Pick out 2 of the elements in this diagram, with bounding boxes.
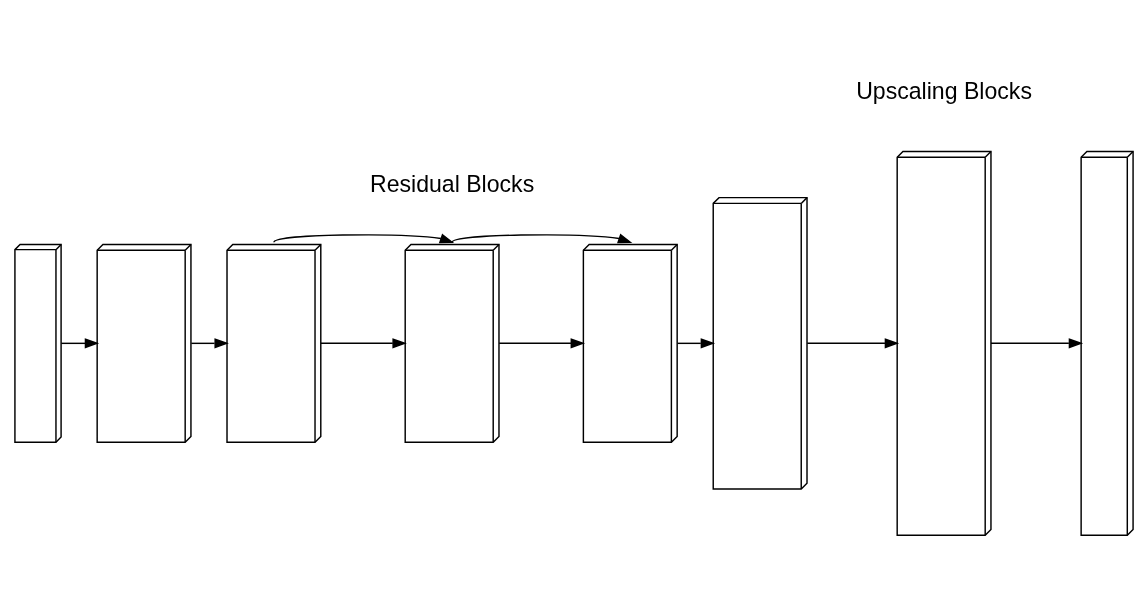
label: Residual Blocks [369,170,535,197]
label: Upscaling Blocks [856,77,1032,104]
